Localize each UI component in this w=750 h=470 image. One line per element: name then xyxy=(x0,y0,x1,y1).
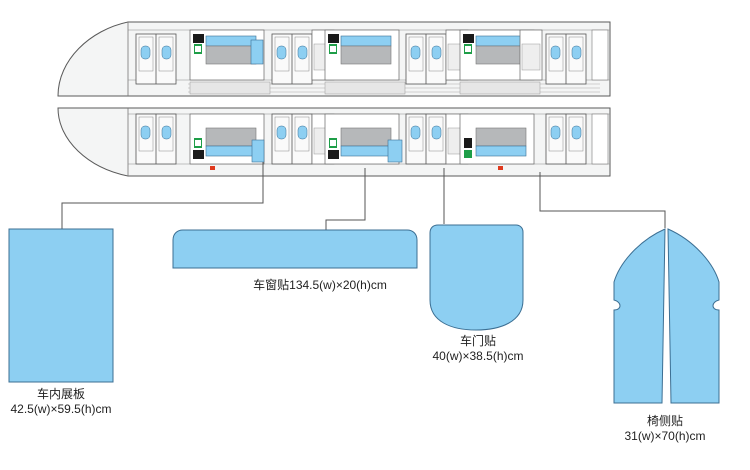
door-name: 车门贴 xyxy=(459,334,496,348)
seat-label: 椅侧贴 31(w)×70(h)cm xyxy=(600,414,730,444)
panel-size: 42.5(w)×59.5(h)cm xyxy=(10,402,112,416)
door-label: 车门贴 40(w)×38.5(h)cm xyxy=(398,334,558,364)
seat-sticker-right xyxy=(667,228,720,404)
connector-lines xyxy=(61,162,666,230)
seat-name: 椅侧贴 xyxy=(646,414,683,428)
window-label: 车窗贴134.5(w)×20(h)cm xyxy=(200,278,440,293)
panel-sticker xyxy=(8,228,114,383)
door-size: 40(w)×38.5(h)cm xyxy=(432,349,524,363)
panel-name: 车内展板 xyxy=(36,387,85,401)
seat-size: 31(w)×70(h)cm xyxy=(624,429,706,443)
train-car-top-icon xyxy=(57,21,611,97)
panel-label: 车内展板 42.5(w)×59.5(h)cm xyxy=(0,387,122,417)
seat-sticker-left xyxy=(613,228,666,404)
door-sticker xyxy=(429,224,524,331)
train-car-bottom-icon xyxy=(57,107,611,177)
window-sticker xyxy=(172,229,418,269)
window-text: 车窗贴134.5(w)×20(h)cm xyxy=(253,278,387,292)
